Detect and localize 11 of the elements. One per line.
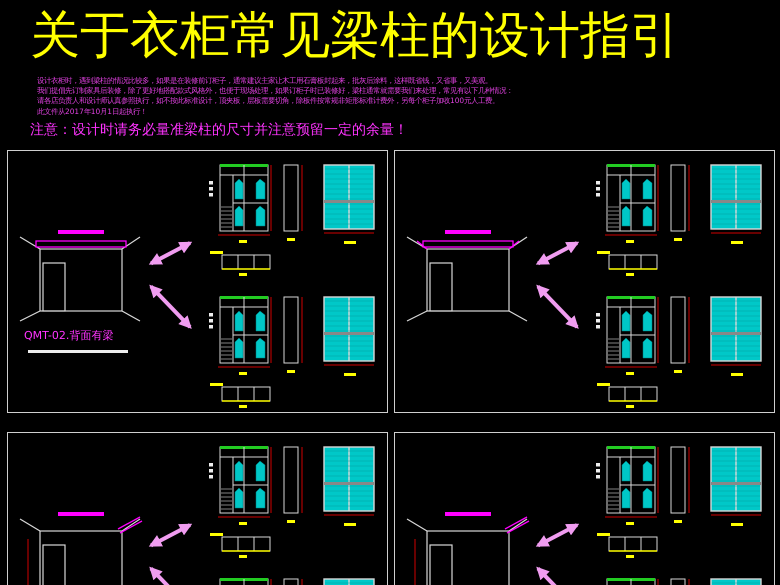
page-title: 关于衣柜常见梁柱的设计指引 bbox=[30, 5, 680, 66]
drawing-frame bbox=[7, 150, 388, 413]
drawing-label: QMT-02.背面有梁 bbox=[24, 329, 114, 343]
double-arrow bbox=[148, 241, 192, 266]
double-arrow bbox=[536, 241, 580, 266]
double-arrow bbox=[536, 523, 580, 548]
double-arrow bbox=[536, 284, 579, 329]
double-arrow bbox=[149, 284, 192, 329]
double-arrow bbox=[148, 523, 192, 548]
drawing-frame bbox=[394, 150, 775, 413]
warning-note: 注意：设计时请务必量准梁柱的尺寸并注意预留一定的余量！ bbox=[30, 121, 408, 139]
